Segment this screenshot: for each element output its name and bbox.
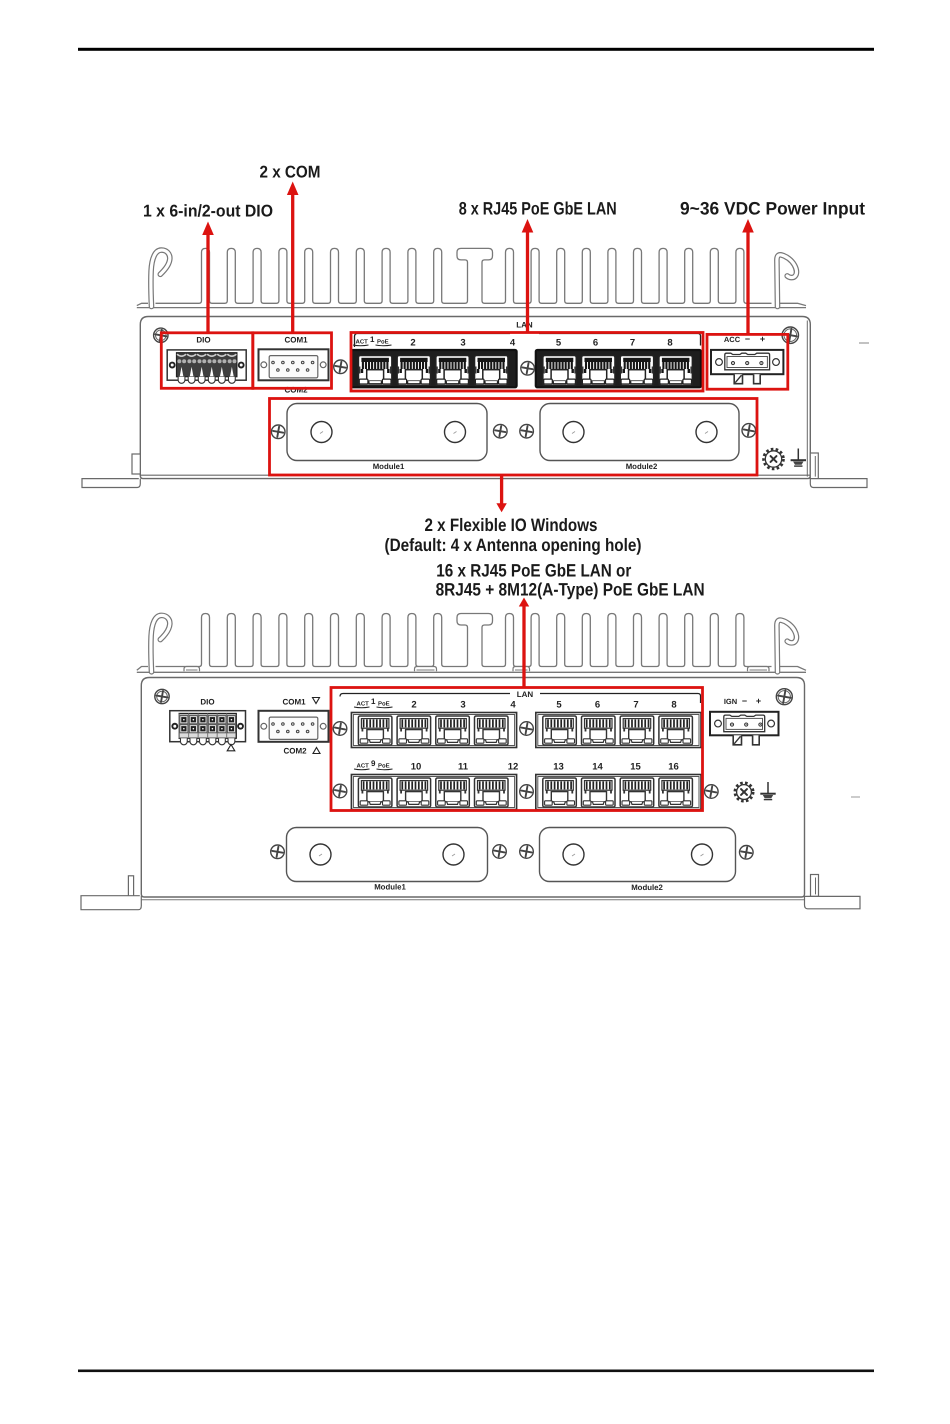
svg-text:3: 3: [460, 338, 465, 349]
svg-text:7: 7: [633, 700, 638, 711]
svg-text:Module1: Module1: [373, 462, 405, 471]
svg-text:4: 4: [510, 700, 516, 711]
svg-text:−: −: [742, 696, 747, 706]
svg-text:Module2: Module2: [626, 462, 658, 471]
svg-text:6: 6: [595, 700, 600, 711]
svg-text:DIO: DIO: [200, 698, 214, 707]
svg-text:ACT: ACT: [356, 339, 369, 346]
svg-text:2: 2: [411, 700, 416, 711]
svg-text:5: 5: [556, 700, 562, 711]
svg-text:(Default: 4 x Antenna opening: (Default: 4 x Antenna opening hole): [385, 535, 642, 555]
svg-text:1 x 6-in/2-out DIO: 1 x 6-in/2-out DIO: [143, 202, 273, 221]
svg-text:ACT: ACT: [357, 701, 370, 708]
svg-text:2: 2: [410, 338, 415, 349]
svg-text:16 x RJ45 PoE GbE LAN or: 16 x RJ45 PoE GbE LAN or: [436, 561, 631, 581]
svg-text:7: 7: [630, 338, 635, 349]
svg-text:+: +: [756, 696, 761, 706]
svg-text:ACT: ACT: [357, 763, 370, 770]
svg-text:COM1: COM1: [284, 336, 308, 345]
svg-text:Module1: Module1: [374, 883, 406, 892]
svg-text:PoE: PoE: [378, 763, 390, 770]
svg-text:DIO: DIO: [196, 336, 210, 345]
svg-text:Module2: Module2: [631, 883, 663, 892]
svg-text:+: +: [760, 334, 765, 344]
svg-text:COM2: COM2: [284, 386, 308, 395]
svg-text:1: 1: [371, 697, 376, 706]
svg-text:14: 14: [592, 762, 603, 773]
svg-text:LAN: LAN: [517, 690, 534, 699]
svg-text:8: 8: [667, 338, 672, 349]
svg-text:15: 15: [630, 762, 641, 773]
svg-text:9~36 VDC Power Input: 9~36 VDC Power Input: [680, 199, 865, 219]
svg-text:ACC: ACC: [724, 335, 741, 344]
svg-text:16: 16: [668, 762, 679, 773]
svg-text:−: −: [745, 334, 750, 344]
svg-text:13: 13: [553, 762, 564, 773]
svg-text:10: 10: [411, 762, 422, 773]
svg-text:PoE: PoE: [378, 701, 390, 708]
svg-text:LAN: LAN: [516, 321, 533, 330]
svg-text:5: 5: [556, 338, 562, 349]
svg-text:8 x RJ45 PoE GbE LAN: 8 x RJ45 PoE GbE LAN: [459, 199, 617, 219]
svg-text:2 x COM: 2 x COM: [260, 163, 321, 182]
svg-text:IGN: IGN: [724, 697, 737, 706]
svg-text:COM1: COM1: [282, 698, 306, 707]
svg-text:12: 12: [508, 762, 519, 773]
svg-text:11: 11: [458, 762, 469, 773]
svg-text:4: 4: [510, 338, 516, 349]
svg-text:PoE: PoE: [377, 339, 389, 346]
svg-text:8RJ45 + 8M12(A-Type) PoE GbE L: 8RJ45 + 8M12(A-Type) PoE GbE LAN: [436, 579, 705, 599]
svg-text:6: 6: [593, 338, 598, 349]
svg-text:COM2: COM2: [283, 747, 307, 756]
svg-text:2 x Flexible IO Windows: 2 x Flexible IO Windows: [425, 515, 598, 535]
svg-text:8: 8: [671, 700, 676, 711]
svg-text:1: 1: [370, 335, 375, 344]
svg-text:9: 9: [371, 759, 376, 768]
svg-text:3: 3: [460, 700, 465, 711]
